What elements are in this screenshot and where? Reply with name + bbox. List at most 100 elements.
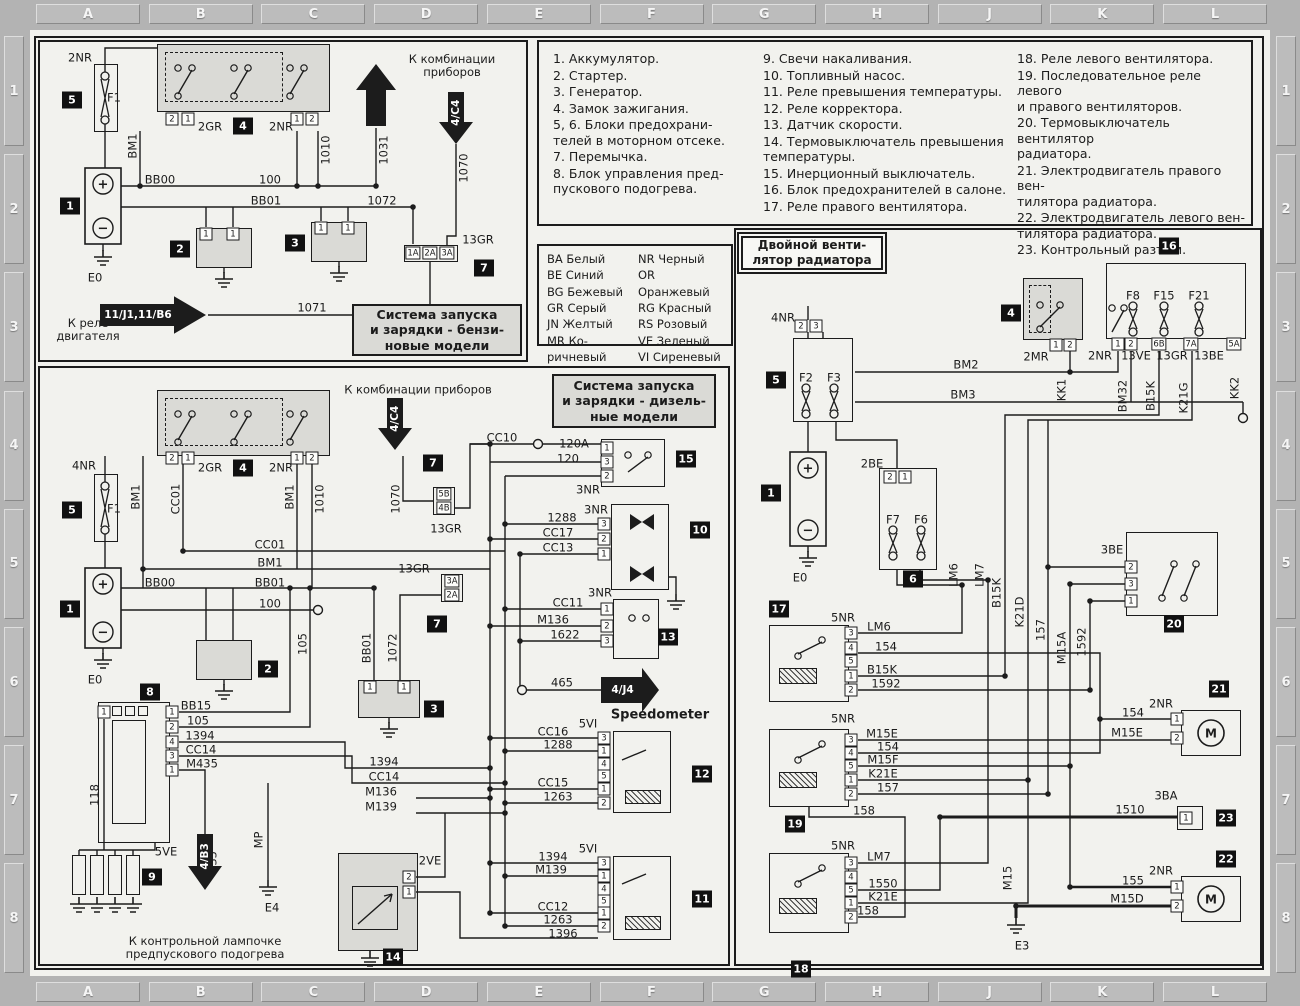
grid-letter-F: F — [599, 4, 704, 24]
wire-label: CC13 — [542, 540, 574, 555]
component-number-7: 7 — [474, 259, 494, 277]
relay-block-4-inner — [165, 52, 283, 102]
wire-label: F15 — [1153, 288, 1175, 303]
wire-label: K21G — [1176, 382, 1191, 414]
wire-label: 3BA — [1154, 788, 1178, 803]
wire-label: К контрольной лампочке предпускового под… — [125, 933, 285, 961]
component-number-3: 3 — [424, 700, 444, 718]
ignition-switch-4-inner — [1029, 285, 1051, 333]
pin-1: 1 — [1179, 811, 1193, 825]
relay-coil — [779, 668, 817, 684]
diesel-system-title: Система запуска и зарядки - дизель- ные … — [552, 374, 716, 428]
wire-label: 5VE — [154, 844, 178, 859]
grid-letter-E: E — [486, 4, 591, 24]
grid-number-3: 3 — [4, 272, 24, 383]
wire-label: K21E — [868, 766, 898, 781]
series-relay-19 — [769, 729, 849, 807]
component-number-2: 2 — [258, 660, 278, 678]
wire-label: 100 — [259, 172, 281, 187]
grid-number-6: 6 — [1276, 627, 1296, 737]
pin-4B: 4B — [436, 501, 452, 515]
grid-number-2: 2 — [4, 154, 24, 265]
petrol-panel — [38, 40, 528, 362]
component-number-15: 15 — [676, 450, 696, 468]
legend-item: 16. Блок предохранителей в салоне. — [763, 182, 1007, 197]
wire-label: 3BE — [1100, 542, 1124, 557]
wire-label: 100 — [259, 596, 281, 611]
pin-2: 2 — [844, 787, 858, 801]
wire-label: BB01 — [254, 575, 286, 590]
wire-label: 2MR — [1023, 349, 1049, 364]
grid-letter-A: A — [36, 982, 140, 1002]
component-number-1: 1 — [60, 197, 80, 215]
preheat-cell — [125, 706, 135, 716]
pin-3: 3 — [600, 455, 614, 469]
fan-motor-21 — [1181, 710, 1241, 756]
pin-1: 1 — [199, 227, 213, 241]
pin-4: 4 — [844, 870, 858, 884]
component-number-8: 8 — [140, 683, 160, 701]
grid-letter-E: E — [486, 982, 591, 1002]
pin-1: 1 — [165, 763, 179, 777]
wire-label: 2NR — [269, 119, 293, 134]
pin-1: 1 — [1111, 337, 1125, 351]
wire-label: 1288 — [543, 737, 573, 752]
pin-1: 1 — [1170, 880, 1184, 894]
component-number-5: 5 — [766, 371, 786, 389]
wire-label: BB00 — [144, 575, 176, 590]
wire-label: E3 — [1014, 938, 1030, 953]
pin-1: 1 — [97, 705, 111, 719]
wire-label: LM7 — [867, 849, 891, 864]
wire-label: KK2 — [1227, 376, 1242, 400]
legend-item: 18. Реле левого вентилятора. — [1017, 51, 1214, 66]
wire-label: M136 — [365, 784, 397, 799]
pin-2: 2 — [597, 919, 611, 933]
grid-letter-J: J — [937, 4, 1042, 24]
pin-2: 2 — [597, 796, 611, 810]
pin-3: 3 — [597, 856, 611, 870]
grid-number-7: 7 — [1276, 745, 1296, 856]
pin-3: 3 — [844, 856, 858, 870]
component-legend: 1. Аккумулятор.2. Стартер.3. Генератор.4… — [537, 40, 1253, 257]
wire-label: BM1 — [125, 133, 140, 159]
legend-column-3: 18. Реле левого вентилятора.19. Последов… — [1017, 51, 1249, 259]
wire-label: 1394 — [369, 754, 399, 769]
component-number-4: 4 — [233, 459, 253, 477]
wire-label: CC01 — [168, 483, 183, 515]
wire-label: BB15 — [180, 698, 212, 713]
wire-label: B15K — [866, 662, 898, 677]
glow-plug-9 — [126, 855, 140, 895]
wire-label: B15K — [989, 577, 1004, 609]
pin-5: 5 — [844, 654, 858, 668]
preheat-cell — [138, 706, 148, 716]
wire-label: 158 — [857, 903, 879, 918]
pin-1: 1 — [181, 451, 195, 465]
pin-1: 1 — [844, 669, 858, 683]
preheat-cell — [112, 706, 122, 716]
relay-coil — [779, 898, 817, 914]
wire-color-row: RG Красный — [637, 300, 712, 315]
grid-letter-A: A — [36, 4, 140, 24]
pin-1: 1 — [597, 869, 611, 883]
pin-2: 2 — [1170, 899, 1184, 913]
test-connector-23 — [1177, 806, 1203, 830]
wire-label: 1394 — [185, 728, 215, 743]
wire-label: 157 — [877, 780, 899, 795]
relay-coil — [779, 772, 817, 788]
starter-2 — [196, 640, 252, 680]
grid-letter-C: C — [261, 982, 366, 1002]
pin-2: 2 — [1170, 731, 1184, 745]
wire-label: 158 — [853, 803, 875, 818]
pin-1: 1 — [898, 470, 912, 484]
wire-color-row: NR Черный — [637, 252, 705, 266]
wire-label: F21 — [1188, 288, 1210, 303]
pin-6B: 6B — [1151, 337, 1167, 351]
pin-1: 1 — [1124, 594, 1138, 608]
grid-number-7: 7 — [4, 745, 24, 856]
wire-label: 1592 — [1074, 627, 1089, 657]
pin-4: 4 — [844, 746, 858, 760]
grid-letter-C: C — [261, 4, 366, 24]
grid-letter-H: H — [824, 982, 929, 1002]
wire-label: 5NR — [831, 610, 855, 625]
legend-item: 3. Генератор. — [553, 84, 643, 99]
